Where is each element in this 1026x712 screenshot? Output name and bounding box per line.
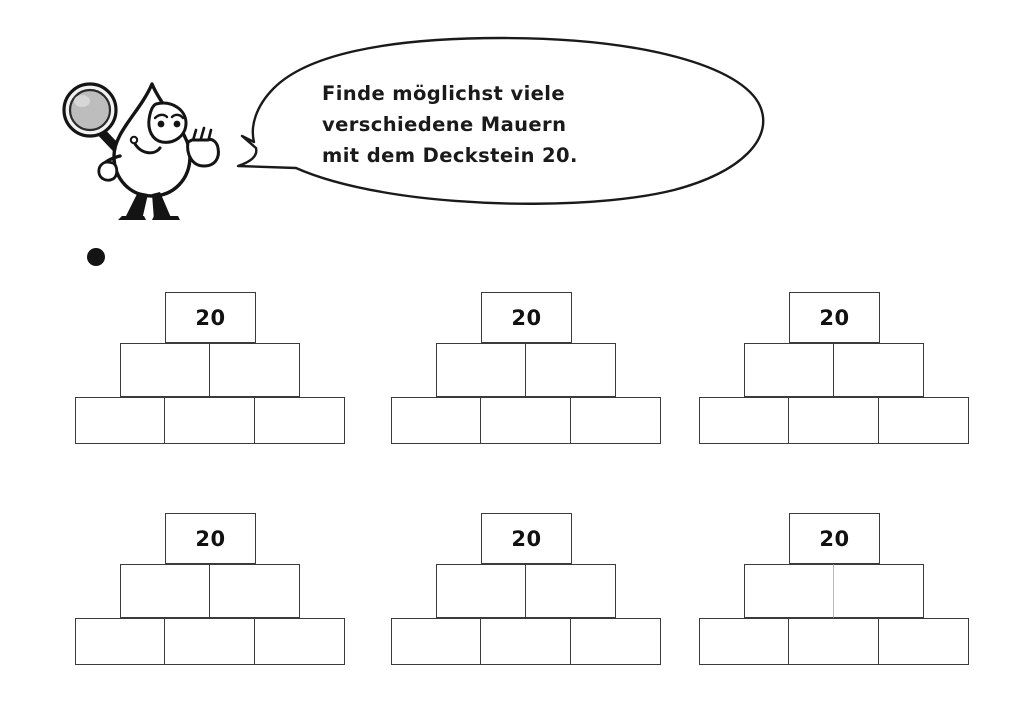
pyramid-1-middle-cell-2[interactable] bbox=[209, 343, 301, 397]
pyramid-3-middle-cell-2[interactable] bbox=[833, 343, 925, 397]
pyramid-4-top-row: 20 bbox=[165, 513, 256, 564]
pyramid-2-middle-cell-1[interactable] bbox=[436, 343, 527, 397]
pyramid-6-bottom-cell-2[interactable] bbox=[788, 618, 880, 665]
pyramid-5-capstone[interactable]: 20 bbox=[481, 513, 572, 564]
pyramid-6-bottom-row bbox=[699, 618, 969, 665]
pyramid-2-bottom-cell-3[interactable] bbox=[569, 397, 661, 444]
pyramid-3-middle-cell-1[interactable] bbox=[744, 343, 835, 397]
speech-bubble: Finde möglichst viele verschiedene Mauer… bbox=[222, 30, 782, 210]
pyramid-3-top-row: 20 bbox=[789, 292, 880, 343]
pyramid-2-bottom-row bbox=[391, 397, 661, 444]
pyramid-4-bottom-row bbox=[75, 618, 345, 665]
pyramid-4-middle-cell-2[interactable] bbox=[209, 564, 301, 618]
pyramid-6-bottom-cell-1[interactable] bbox=[699, 618, 790, 665]
pyramid-1-bottom-cell-1[interactable] bbox=[75, 397, 166, 444]
number-pyramid-2: 20 bbox=[391, 292, 665, 445]
pyramid-4-bottom-cell-2[interactable] bbox=[164, 618, 256, 665]
pyramid-1-bottom-cell-2[interactable] bbox=[164, 397, 256, 444]
pyramid-3-bottom-cell-2[interactable] bbox=[788, 397, 880, 444]
pyramid-6-bottom-cell-3[interactable] bbox=[877, 618, 969, 665]
number-pyramid-5: 20 bbox=[391, 513, 665, 666]
pyramid-6-top-row: 20 bbox=[789, 513, 880, 564]
pyramid-6-middle-row bbox=[744, 564, 925, 618]
pyramid-4-middle-cell-1[interactable] bbox=[120, 564, 211, 618]
pyramid-1-top-row: 20 bbox=[165, 292, 256, 343]
number-pyramid-3: 20 bbox=[699, 292, 973, 445]
pyramid-2-middle-cell-2[interactable] bbox=[525, 343, 617, 397]
pyramid-3-bottom-row bbox=[699, 397, 969, 444]
pyramid-5-bottom-cell-1[interactable] bbox=[391, 618, 482, 665]
pyramid-3-middle-row bbox=[744, 343, 925, 397]
pyramid-6-middle-cell-1[interactable] bbox=[744, 564, 835, 618]
pyramid-5-bottom-row bbox=[391, 618, 661, 665]
pyramid-1-capstone[interactable]: 20 bbox=[165, 292, 256, 343]
pyramid-4-bottom-cell-1[interactable] bbox=[75, 618, 166, 665]
pyramid-4-bottom-cell-3[interactable] bbox=[253, 618, 345, 665]
pyramid-1-bottom-row bbox=[75, 397, 345, 444]
instruction-text: Finde möglichst viele verschiedene Mauer… bbox=[322, 82, 578, 167]
pyramid-3-bottom-cell-1[interactable] bbox=[699, 397, 790, 444]
mascot-with-magnifier-icon bbox=[60, 70, 240, 225]
pyramid-5-middle-row bbox=[436, 564, 617, 618]
pyramid-5-top-row: 20 bbox=[481, 513, 572, 564]
pyramid-1-middle-row bbox=[120, 343, 301, 397]
pyramid-4-middle-row bbox=[120, 564, 301, 618]
pyramid-2-bottom-cell-2[interactable] bbox=[480, 397, 572, 444]
pyramid-1-middle-cell-1[interactable] bbox=[120, 343, 211, 397]
pyramid-2-middle-row bbox=[436, 343, 617, 397]
number-pyramid-4: 20 bbox=[75, 513, 349, 666]
pyramid-1-bottom-cell-3[interactable] bbox=[253, 397, 345, 444]
pyramid-6-middle-cell-2[interactable] bbox=[833, 564, 925, 618]
task-bullet-marker bbox=[87, 248, 105, 266]
pyramid-5-middle-cell-1[interactable] bbox=[436, 564, 527, 618]
pyramid-2-top-row: 20 bbox=[481, 292, 572, 343]
number-pyramid-1: 20 bbox=[75, 292, 349, 445]
pyramid-5-bottom-cell-3[interactable] bbox=[569, 618, 661, 665]
pyramid-5-middle-cell-2[interactable] bbox=[525, 564, 617, 618]
pyramid-3-capstone[interactable]: 20 bbox=[789, 292, 880, 343]
pyramid-4-capstone[interactable]: 20 bbox=[165, 513, 256, 564]
pyramid-6-capstone[interactable]: 20 bbox=[789, 513, 880, 564]
pyramid-3-bottom-cell-3[interactable] bbox=[877, 397, 969, 444]
pyramid-2-bottom-cell-1[interactable] bbox=[391, 397, 482, 444]
number-pyramid-6: 20 bbox=[699, 513, 973, 666]
pyramid-5-bottom-cell-2[interactable] bbox=[480, 618, 572, 665]
pyramid-2-capstone[interactable]: 20 bbox=[481, 292, 572, 343]
